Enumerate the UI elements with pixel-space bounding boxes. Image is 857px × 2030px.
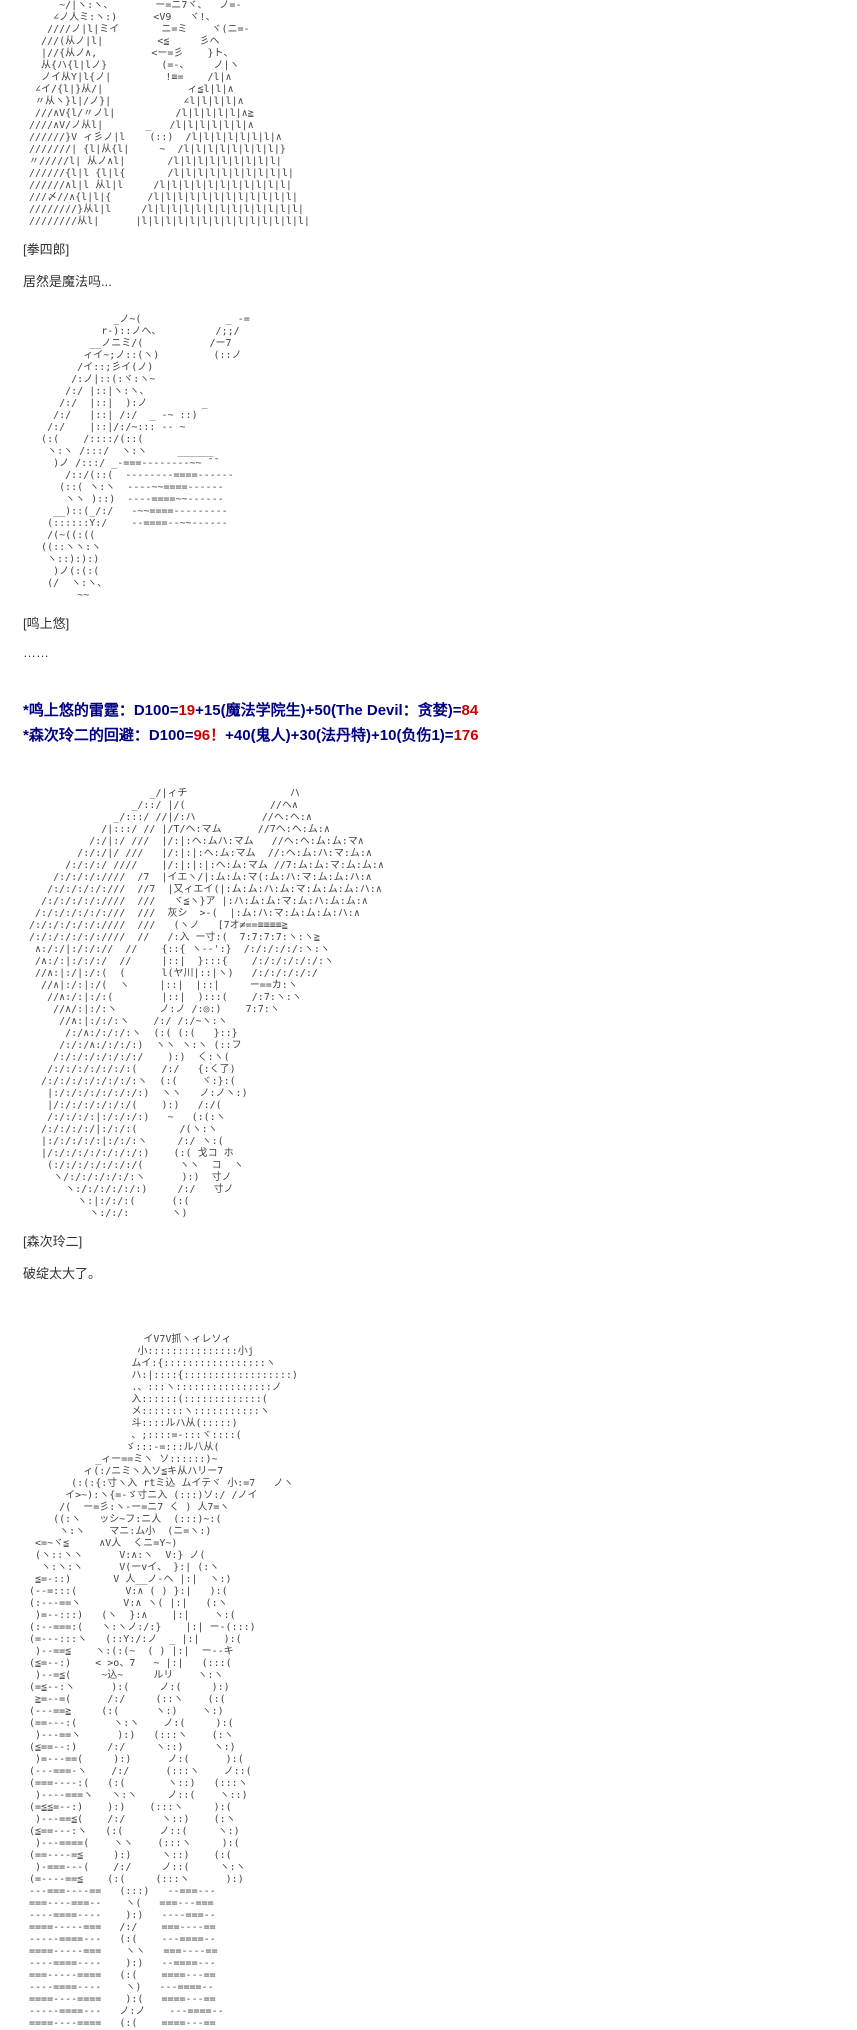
dice-segment: +40(鬼人)+30(法丹特)+10(负伤1)=: [225, 727, 454, 744]
dialogue-text-1: 居然是魔法吗...: [23, 274, 112, 289]
dice-segment: 84: [461, 702, 479, 719]
ascii-art-portrait-kenshiro: ~/|ヽ:ヽ、 ー=ニ7ヾ、 ノ=- ∠ノ人ミ:ヽ:) <V9 ヾ!、 ////…: [29, 0, 310, 227]
speaker-name-3: [森次玲二]: [23, 1234, 83, 1249]
dice-segment: *森次玲二的回避：D100=: [23, 727, 194, 744]
dice-segment: 19: [178, 702, 196, 719]
dice-segment: 96！: [193, 727, 226, 744]
dialogue-text-3: 破绽太大了。: [23, 1266, 102, 1281]
dice-roll-line-2: *森次玲二的回避：D100=96！+40(鬼人)+30(法丹特)+10(负伤1)…: [23, 723, 857, 748]
ascii-art-narukami-pose: _ノ~( _ -= r-)::ノへ、 /;;/ __ノニミ/( /ー7 ィイ~;…: [41, 314, 250, 601]
speaker-name-2: [鸣上悠]: [23, 616, 70, 631]
speaker-name-1: [拳四郎]: [23, 242, 70, 257]
dice-segment: 176: [453, 727, 479, 744]
dialogue-text-2: ……: [23, 645, 49, 660]
dice-segment: *鸣上悠的雷霆：D100=: [23, 702, 179, 719]
ascii-art-winged-figure: _/|ィチ ハ _/::/ |/( //ヘ∧ _/:::/ //|/:ハ //ヘ…: [29, 788, 384, 1219]
ascii-art-standing-figure: イV7V抓ヽィレソィ 小:::::::::::::::小j ムイ:{::::::…: [29, 1334, 298, 2029]
dice-roll-results: *鸣上悠的雷霆：D100=19+15(魔法学院生)+50(The Devil：贪…: [23, 698, 857, 748]
dice-segment: +15(魔法学院生)+50(The Devil：贪婪)=: [195, 702, 462, 719]
dice-roll-line-1: *鸣上悠的雷霆：D100=19+15(魔法学院生)+50(The Devil：贪…: [23, 698, 857, 723]
